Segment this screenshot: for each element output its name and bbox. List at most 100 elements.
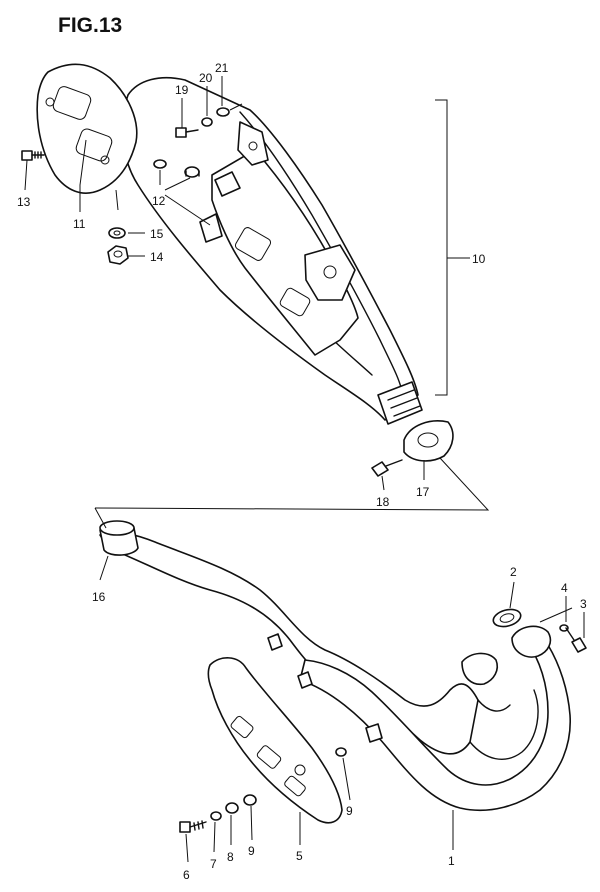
gasket-2-bore [499, 613, 515, 623]
figure-title: FIG.13 [58, 14, 122, 37]
callout-18: 18 [376, 495, 390, 509]
bracket-10 [435, 99, 448, 396]
clamp-17-bore [417, 432, 439, 448]
callout-20: 20 [199, 71, 213, 85]
leader-9-upper [342, 757, 351, 801]
bolt-3-shank [565, 627, 575, 641]
bolt-13-shank [31, 151, 45, 159]
washer-9-upper [335, 747, 347, 757]
callout-15: 15 [150, 227, 164, 241]
callout-16: 16 [92, 590, 106, 604]
upper-hardware [21, 107, 230, 265]
callout-1: 1 [448, 854, 455, 868]
leader-21 [221, 76, 243, 111]
clamp-assembly [371, 420, 454, 477]
leader-3b [539, 607, 573, 623]
leader-2 [509, 581, 515, 609]
callout-numbers: 1 2 3 4 5 6 7 8 9 9 10 11 12 13 14 15 16… [17, 61, 587, 882]
shield-slot-3 [284, 775, 306, 797]
mount-tab-rear [214, 171, 241, 197]
connector-line-16 [94, 507, 107, 529]
callout-13: 13 [17, 195, 31, 209]
muffler-heat-shield [211, 149, 359, 356]
leader-16 [99, 555, 109, 581]
outlet-ribs [387, 389, 421, 417]
connector-line-pipe-to-clamp [94, 457, 490, 511]
mount-bracket-side [304, 244, 356, 301]
washer-7 [210, 811, 222, 821]
callout-9-lower: 9 [248, 844, 255, 858]
header-heat-shield [207, 657, 343, 824]
leader-11b [115, 189, 119, 211]
washer-12 [153, 159, 167, 169]
callout-11: 11 [73, 217, 86, 231]
callout-12: 12 [152, 194, 166, 208]
callout-9-upper: 9 [346, 804, 353, 818]
bolt-18-head [371, 461, 389, 477]
washer-9-lower [243, 794, 257, 806]
callout-17: 17 [416, 485, 430, 499]
leader-9-lower [250, 805, 253, 841]
washer-8 [225, 802, 239, 814]
bolt-6-head [179, 821, 191, 833]
washer-20 [201, 117, 213, 127]
bolt-19-head [175, 127, 187, 138]
pipe-tab-2 [297, 671, 313, 689]
muffler-assembly [121, 76, 423, 425]
shield-cutout-2 [279, 287, 311, 317]
shield-bolt-hole [294, 764, 306, 776]
pipe-bend-line [477, 699, 511, 712]
shield-cutout-1 [234, 227, 272, 261]
shield-slot-2 [256, 745, 282, 769]
exhaust-pipe-upper [99, 531, 479, 755]
grommet-15 [108, 227, 126, 239]
callout-10: 10 [472, 252, 486, 266]
leader-lines [24, 76, 585, 863]
callout-8: 8 [227, 850, 234, 864]
callout-7: 7 [210, 857, 217, 871]
callout-4: 4 [561, 581, 568, 595]
pipe-connector-16-rim [99, 520, 135, 536]
bolt-19-shank [185, 129, 199, 133]
pipe-tab-1 [267, 633, 283, 651]
nut-14 [107, 245, 129, 265]
mount-bracket-upper [237, 121, 269, 166]
callout-19: 19 [175, 83, 189, 97]
cover-hole-2 [100, 155, 110, 165]
collar-12 [184, 166, 200, 178]
callout-14: 14 [150, 250, 164, 264]
lower-hardware [179, 608, 587, 833]
bolt-13-head [21, 150, 33, 161]
callout-5: 5 [296, 849, 303, 863]
collar-12-sides [185, 170, 200, 177]
leader-6 [185, 833, 189, 863]
exhaust-pipe-middle [469, 689, 539, 760]
callout-3: 3 [580, 597, 587, 611]
mount-tab-lower [199, 213, 223, 243]
bolt-18-shank [385, 459, 403, 467]
nut-14-bore [113, 250, 123, 258]
leader-12 [159, 170, 211, 226]
callout-6: 6 [183, 868, 190, 882]
cover-hole-1 [45, 97, 55, 107]
gasket-2 [492, 608, 522, 628]
muffler-outlet [377, 381, 423, 425]
cover-cutout-lower [75, 128, 113, 162]
callout-21: 21 [215, 61, 229, 75]
muffler-cover-plate [36, 63, 138, 194]
bracket-hole [248, 141, 258, 151]
pipe-tab-3 [365, 723, 383, 743]
leader-7 [213, 821, 216, 853]
washer-21 [216, 107, 230, 117]
exhaust-pipe-assembly [99, 520, 571, 812]
bolt-6-shank [189, 820, 207, 831]
leader-13 [24, 159, 28, 191]
header-flange-right [511, 625, 552, 658]
header-flange-left [461, 652, 499, 686]
leader-18 [381, 475, 385, 491]
callout-2: 2 [510, 565, 517, 579]
grommet-15-hole [113, 230, 121, 236]
leader-11 [79, 139, 87, 212]
bolt-3-head [571, 637, 587, 653]
